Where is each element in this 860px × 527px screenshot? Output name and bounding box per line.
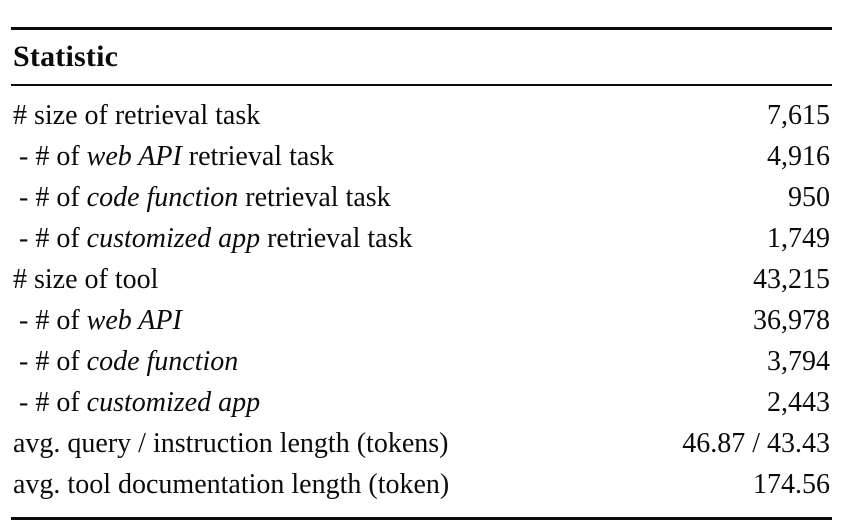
row-value: 46.87 / 43.43 — [682, 428, 830, 459]
row-label: avg. query / instruction length (tokens) — [13, 428, 449, 459]
row-value: 174.56 — [753, 469, 830, 500]
row-value: 1,749 — [767, 223, 830, 254]
table-header-label: Statistic — [13, 40, 119, 73]
table-row: - # of web API retrieval task 4,916 — [11, 136, 832, 177]
bottom-rule — [11, 517, 832, 520]
table-header-row: Statistic — [11, 30, 832, 84]
row-value: 950 — [788, 182, 830, 213]
table-row: # size of tool 43,215 — [11, 259, 832, 300]
table-row: avg. tool documentation length (token) 1… — [11, 464, 832, 505]
table-row: - # of customized app 2,443 — [11, 382, 832, 423]
table-row: # size of retrieval task 7,615 — [11, 95, 832, 136]
row-label: - # of customized app — [19, 387, 261, 418]
row-label: - # of code function retrieval task — [19, 182, 391, 213]
row-label: - # of web API — [19, 305, 182, 336]
row-label: avg. tool documentation length (token) — [13, 469, 450, 500]
row-value: 4,916 — [767, 141, 830, 172]
row-value: 3,794 — [767, 346, 830, 377]
row-value: 36,978 — [753, 305, 830, 336]
table-row: - # of code function 3,794 — [11, 341, 832, 382]
table-body: # size of retrieval task 7,615 - # of we… — [11, 86, 832, 517]
row-label: - # of customized app retrieval task — [19, 223, 413, 254]
row-label: # size of tool — [13, 264, 159, 295]
row-label: - # of web API retrieval task — [19, 141, 335, 172]
row-label: - # of code function — [19, 346, 239, 377]
mid-rule — [11, 84, 832, 86]
row-value: 2,443 — [767, 387, 830, 418]
top-rule — [11, 27, 832, 30]
row-value: 43,215 — [753, 264, 830, 295]
table-row: avg. query / instruction length (tokens)… — [11, 423, 832, 464]
row-label: # size of retrieval task — [13, 100, 261, 131]
row-value: 7,615 — [767, 100, 830, 131]
table-row: - # of customized app retrieval task 1,7… — [11, 218, 832, 259]
statistics-table: Statistic # size of retrieval task 7,615… — [11, 27, 832, 520]
table-row: - # of code function retrieval task 950 — [11, 177, 832, 218]
table-row: - # of web API 36,978 — [11, 300, 832, 341]
